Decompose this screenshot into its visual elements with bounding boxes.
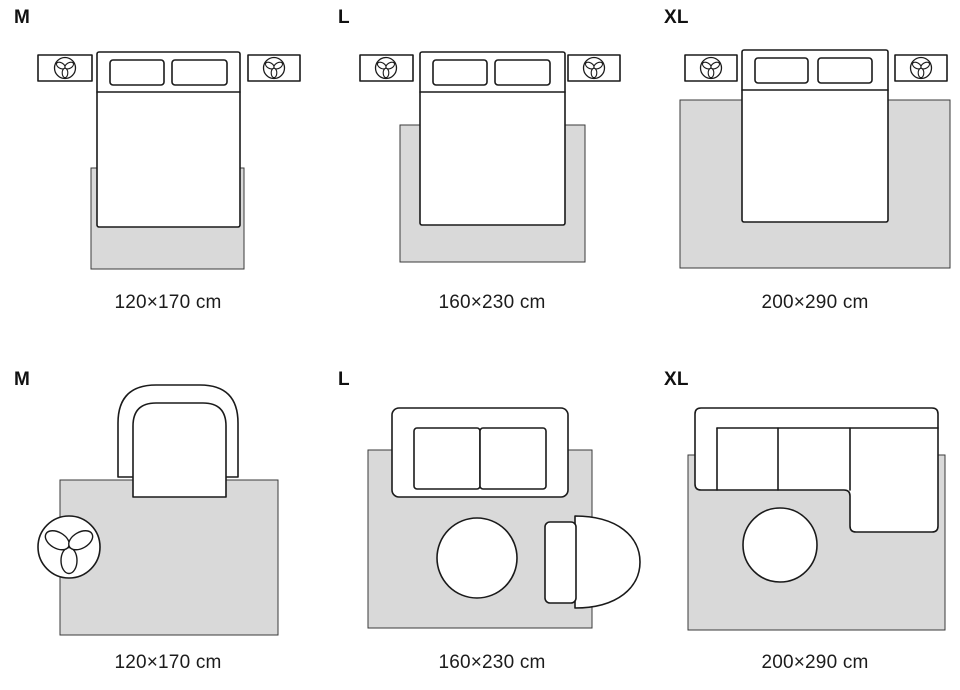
plant-icon <box>374 56 398 80</box>
scene-living-l-illustration <box>367 407 641 629</box>
scene-bedroom-m-illustration <box>37 51 301 270</box>
dimension-label: 200×290 cm <box>761 652 869 673</box>
armchair-back <box>574 515 641 609</box>
size-label: L <box>338 369 350 390</box>
armchair-seat <box>544 521 577 604</box>
plant-icon <box>582 56 606 80</box>
pillow <box>171 59 228 86</box>
pillow <box>817 57 873 84</box>
plant-icon <box>37 515 101 579</box>
sofa-cushion <box>479 427 547 490</box>
pillow <box>494 59 551 86</box>
sectional-sofa <box>694 407 939 533</box>
scene-living-xl-illustration <box>687 407 946 631</box>
dimension-label: 160×230 cm <box>438 292 546 313</box>
armchair-seat <box>132 402 227 498</box>
dimension-label: 120×170 cm <box>114 652 222 673</box>
pillow <box>432 59 488 86</box>
panel-living-xl: XL 200×290 cm <box>660 360 960 690</box>
plant-icon <box>699 56 723 80</box>
scene-bedroom-l-illustration <box>359 51 621 263</box>
pillow <box>754 57 809 84</box>
sofa-cushion <box>413 427 481 490</box>
dimension-label: 200×290 cm <box>761 292 869 313</box>
scene-living-m-illustration <box>37 384 279 636</box>
plant-icon <box>53 56 77 80</box>
coffee-table <box>436 517 518 599</box>
size-label: M <box>14 7 31 28</box>
coffee-table <box>742 507 818 583</box>
size-label: M <box>14 369 31 390</box>
bed <box>419 51 566 226</box>
bed <box>96 51 241 228</box>
panel-bedroom-xl: XL 200×290 cm <box>660 0 960 345</box>
pillow <box>109 59 165 86</box>
plant-icon <box>909 56 933 80</box>
dimension-label: 160×230 cm <box>438 652 546 673</box>
size-label: L <box>338 7 350 28</box>
size-label: XL <box>664 7 689 28</box>
panel-living-l: L 160×230 cm <box>330 360 654 690</box>
plant-icon <box>262 56 286 80</box>
scene-bedroom-xl-illustration <box>679 49 951 269</box>
dimension-label: 120×170 cm <box>114 292 222 313</box>
panel-living-m: M 120×170 cm <box>0 360 336 690</box>
panel-bedroom-m: M 120×170 cm <box>0 0 336 345</box>
size-label: XL <box>664 369 689 390</box>
bed <box>741 49 889 223</box>
panel-bedroom-l: L 160×230 cm <box>330 0 654 345</box>
